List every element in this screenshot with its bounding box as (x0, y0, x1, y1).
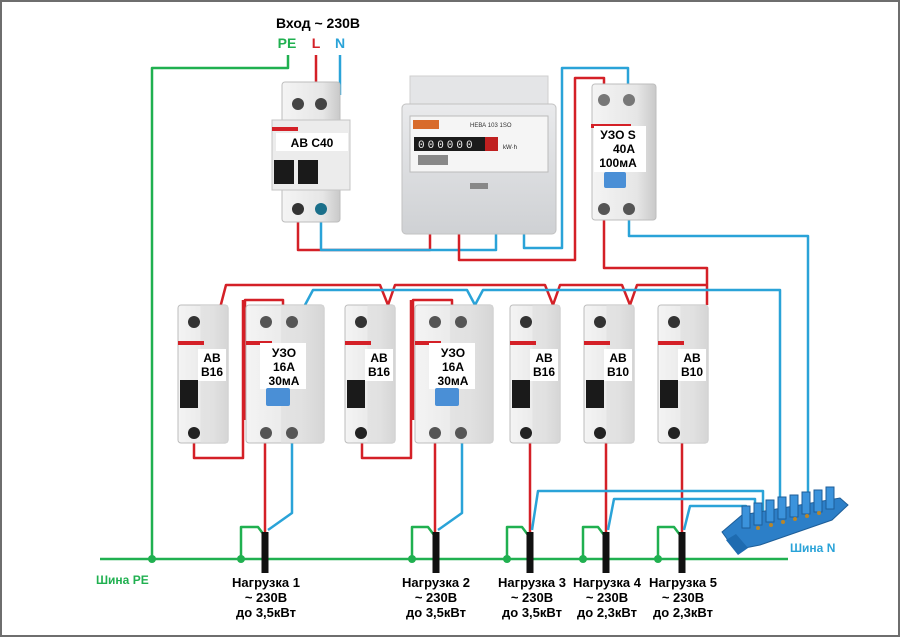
load-voltage: ~ 230В (245, 590, 287, 605)
pe-junction-dot (237, 555, 245, 563)
load2-n-wire (437, 433, 464, 532)
pe-junction-dot (579, 555, 587, 563)
rcd-label-line1: УЗО (441, 346, 465, 360)
rcd-label-line1: УЗО (272, 346, 296, 360)
l-rcd-out-wire (602, 212, 709, 305)
load-power: до 3,5кВт (236, 605, 296, 620)
l-rcd2-in-wire (411, 298, 454, 420)
load-name: Нагрузка 4 (573, 575, 642, 590)
load-name: Нагрузка 5 (649, 575, 717, 590)
load-voltage: ~ 230В (511, 590, 553, 605)
b1-rcd1-link (192, 300, 245, 460)
load-power: до 2,3кВт (653, 605, 713, 620)
input-n-label: N (335, 35, 345, 51)
main-rcd: УЗО S 40A 100мА (591, 83, 657, 221)
pe-junction-dot (408, 555, 416, 563)
breaker-label-line1: АВ (609, 351, 627, 365)
breaker-label-line2: В16 (368, 365, 390, 379)
load1-n-wire (267, 433, 294, 532)
load4-pe-wire (581, 525, 605, 559)
pe-junction-dot (503, 555, 511, 563)
input-pe-label: PE (278, 35, 297, 51)
b2-rcd2-link (360, 300, 413, 460)
load-name: Нагрузка 1 (232, 575, 300, 590)
pe-junction-dot (654, 555, 662, 563)
n-rcd-out-wire (627, 212, 810, 520)
l-meter-rcd-wire (457, 76, 606, 262)
bus-n-label: Шина N (790, 541, 835, 555)
main-rcd-line3: 100мА (599, 156, 637, 170)
rcd-label-line3: 30мА (438, 374, 469, 388)
neutral-busbar (721, 486, 849, 555)
breaker-label-line2: В10 (681, 365, 703, 379)
rcd-label-line3: 30мА (269, 374, 300, 388)
breaker-label-line1: АВ (203, 351, 221, 365)
phase-comb-wire (218, 283, 707, 309)
load-power: до 3,5кВт (406, 605, 466, 620)
load5-pe-wire (656, 525, 681, 559)
input-title: Вход ~ 230В (276, 15, 360, 31)
breaker-label-line2: В16 (201, 365, 223, 379)
l-rcd1-in-wire (243, 298, 285, 420)
load2-pe-wire (410, 525, 435, 559)
n-breaker-meter-wire (319, 213, 498, 252)
breaker-label-line1: АВ (535, 351, 553, 365)
load-voltage: ~ 230В (662, 590, 704, 605)
meter-unit: kW·h (503, 145, 517, 151)
load1-pe-wire (239, 525, 265, 559)
meter-reading: 000000 (418, 140, 476, 152)
load3-pe-wire (505, 525, 529, 559)
load-power: до 3,5кВт (502, 605, 562, 620)
load-name: Нагрузка 3 (498, 575, 566, 590)
meter-model: НЕВА 103 1SO (470, 123, 512, 129)
rcd-label-line2: 16А (442, 360, 464, 374)
main-breaker: АВ С40 (271, 81, 351, 223)
main-breaker-label: АВ С40 (291, 136, 334, 150)
load3-n-wire (530, 489, 765, 531)
rcd-label-line2: 16А (273, 360, 295, 374)
main-rcd-line1: УЗО S (600, 128, 636, 142)
pe-input-wire (150, 55, 290, 560)
bus-pe-label: Шина PE (96, 573, 149, 587)
n-meter-rcd-wire (522, 66, 630, 250)
load-voltage: ~ 230В (586, 590, 628, 605)
breaker-label-line2: В16 (533, 365, 555, 379)
load-voltage: ~ 230В (415, 590, 457, 605)
load-power: до 2,3кВт (577, 605, 637, 620)
energy-meter: НЕВА 103 1SO 000000 kW·h (401, 75, 557, 235)
input-l-label: L (312, 35, 321, 51)
breaker-label-line1: АВ (370, 351, 388, 365)
load-name: Нагрузка 2 (402, 575, 470, 590)
pe-junction-dot (148, 555, 156, 563)
breaker-label-line2: В10 (607, 365, 629, 379)
breaker-label-line1: АВ (683, 351, 701, 365)
main-rcd-line2: 40A (613, 142, 635, 156)
